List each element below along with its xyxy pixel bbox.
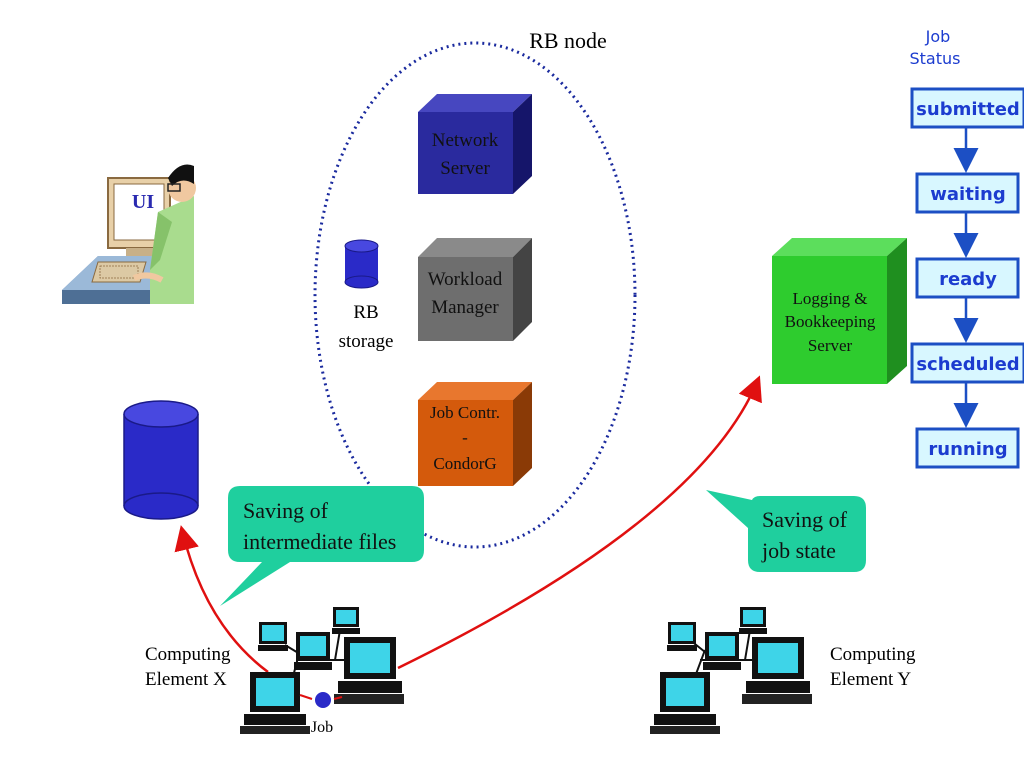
status-box-waiting xyxy=(915,172,1020,214)
rb-node-title: RB node xyxy=(529,28,607,53)
workload-manager-line2: Manager xyxy=(431,297,499,318)
rb-node-boundary xyxy=(313,41,637,549)
workstation-icon xyxy=(742,637,812,704)
computing-x-line2: Element X xyxy=(145,669,227,690)
workstation-icon xyxy=(294,632,332,670)
logging-bookkeeping-server: Logging & Bookkeeping Server xyxy=(772,238,907,384)
status-box-ready xyxy=(915,257,1020,299)
ui-user-illustration: UI xyxy=(62,164,196,304)
network-server-line1: Network xyxy=(432,130,499,151)
callout-job-state: Saving of job state xyxy=(706,490,866,572)
workstation-icon xyxy=(332,607,360,634)
status-box-scheduled xyxy=(910,342,1024,384)
status-label-scheduled: scheduled xyxy=(916,354,1019,375)
computing-x-line1: Computing xyxy=(145,644,231,665)
workstation-icon xyxy=(703,632,741,670)
workstation-icon xyxy=(667,622,697,651)
network-server: Network Server xyxy=(418,94,532,194)
intermediate-storage-cylinder xyxy=(123,400,199,520)
job-controller-line1: Job Contr. xyxy=(430,403,500,422)
callout-intermediate-line2: intermediate files xyxy=(243,529,396,554)
computing-element-x: Job xyxy=(240,607,404,736)
job-controller-line3: CondorG xyxy=(433,454,496,473)
callout-intermediate-files: Saving of intermediate files xyxy=(220,486,424,606)
status-box-running xyxy=(915,427,1020,469)
rb-storage-line2: storage xyxy=(339,331,394,352)
job-status-title-line2: Status xyxy=(910,49,961,68)
computing-element-y xyxy=(650,607,812,734)
job-controller: Job Contr. - CondorG xyxy=(418,382,532,486)
ui-label: UI xyxy=(132,191,154,213)
logging-server-line1: Logging & xyxy=(792,289,867,308)
job-label: Job xyxy=(311,719,333,736)
workstation-icon xyxy=(258,622,288,651)
network-server-line2: Server xyxy=(440,158,490,179)
callout-jobstate-line2: job state xyxy=(761,538,836,563)
status-label-submitted: submitted xyxy=(916,99,1020,120)
callout-jobstate-line1: Saving of xyxy=(762,507,848,532)
rb-storage-cylinder xyxy=(344,239,379,289)
logging-server-line2: Bookkeeping xyxy=(785,312,876,331)
arrow-to-logging-server xyxy=(397,375,762,670)
status-label-running: running xyxy=(928,439,1007,460)
arrow-to-intermediate-storage xyxy=(174,525,269,674)
callout-intermediate-line1: Saving of xyxy=(243,498,329,523)
workstation-icon xyxy=(334,637,404,704)
job-controller-line2: - xyxy=(462,428,468,447)
workload-manager: Workload Manager xyxy=(418,238,532,341)
job-status-title-line1: Job xyxy=(925,27,951,46)
workstation-icon xyxy=(650,672,720,734)
workstation-icon xyxy=(739,607,767,634)
status-label-waiting: waiting xyxy=(930,184,1005,205)
logging-server-line3: Server xyxy=(808,336,853,355)
job-status-states: submitted waiting ready scheduled runnin… xyxy=(910,87,1024,469)
computing-y-line1: Computing xyxy=(830,644,916,665)
job-token xyxy=(315,692,331,708)
status-label-ready: ready xyxy=(939,269,997,290)
workload-manager-line1: Workload xyxy=(428,269,503,290)
rb-storage-line1: RB xyxy=(353,302,378,323)
computing-y-line2: Element Y xyxy=(830,669,911,690)
workstation-icon xyxy=(240,672,310,734)
status-box-submitted xyxy=(910,87,1024,129)
